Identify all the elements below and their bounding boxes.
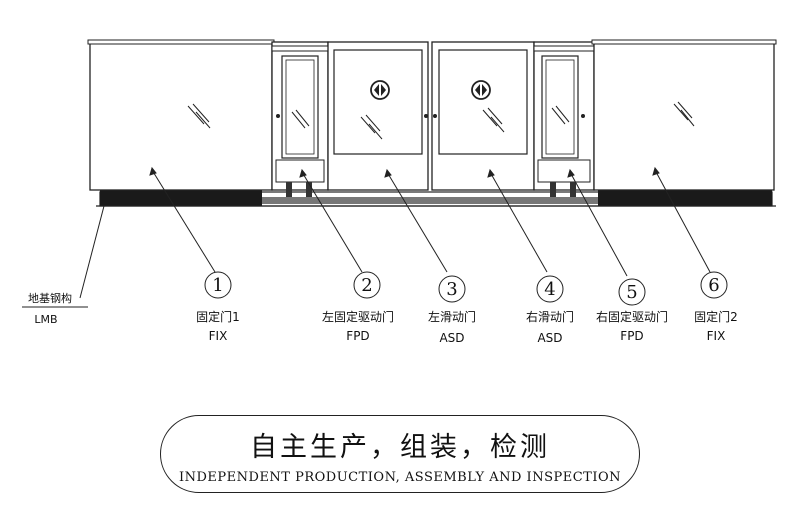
callout-label-en: ASD	[537, 331, 562, 345]
callout-1: 1 固定门1 FIX	[196, 271, 240, 343]
callout-label-en: FIX	[707, 329, 726, 343]
callout-label-en: ASD	[439, 331, 464, 345]
callout-number: 5	[626, 282, 637, 303]
callout-label-cn: 左滑动门	[428, 309, 476, 324]
callout-label-cn: 左固定驱动门	[322, 309, 394, 324]
callout-number: 6	[708, 275, 719, 296]
callout-number: 1	[212, 275, 223, 296]
callout-label-cn: 固定门2	[694, 309, 738, 324]
leader-lines	[22, 166, 711, 308]
production-banner: 自主生产，组装，检测 INDEPENDENT PRODUCTION, ASSEM…	[160, 415, 640, 493]
base-label-cn: 地基钢构	[28, 291, 72, 305]
callout-number: 2	[361, 275, 372, 296]
right-fixed-drive-door	[533, 41, 595, 197]
callout-5: 5 右固定驱动门 FPD	[596, 278, 668, 343]
callout-label-cn: 右滑动门	[526, 309, 574, 324]
callout-6: 6 固定门2 FIX	[694, 271, 738, 343]
callout-label-en: FIX	[209, 329, 228, 343]
fixed-panel-2	[591, 39, 777, 191]
foundation	[96, 190, 776, 207]
right-sliding-door	[431, 41, 535, 191]
fixed-panel-1	[87, 39, 275, 191]
callout-label-en: FPD	[620, 329, 643, 343]
callout-2: 2 左固定驱动门 FPD	[322, 271, 394, 343]
callout-number: 4	[544, 279, 555, 300]
left-fixed-drive-door	[271, 41, 329, 197]
left-sliding-door	[327, 41, 429, 191]
base-label-en: LMB	[34, 313, 57, 326]
callout-4: 4 右滑动门 ASD	[526, 275, 574, 345]
callout-label-cn: 右固定驱动门	[596, 309, 668, 324]
banner-title: 自主生产，组装，检测	[250, 432, 550, 463]
callout-number: 3	[446, 279, 457, 300]
callout-label-en: FPD	[346, 329, 369, 343]
callout-label-cn: 固定门1	[196, 309, 240, 324]
banner-subtitle: INDEPENDENT PRODUCTION, ASSEMBLY AND INS…	[178, 470, 621, 485]
callout-3: 3 左滑动门 ASD	[428, 275, 476, 345]
